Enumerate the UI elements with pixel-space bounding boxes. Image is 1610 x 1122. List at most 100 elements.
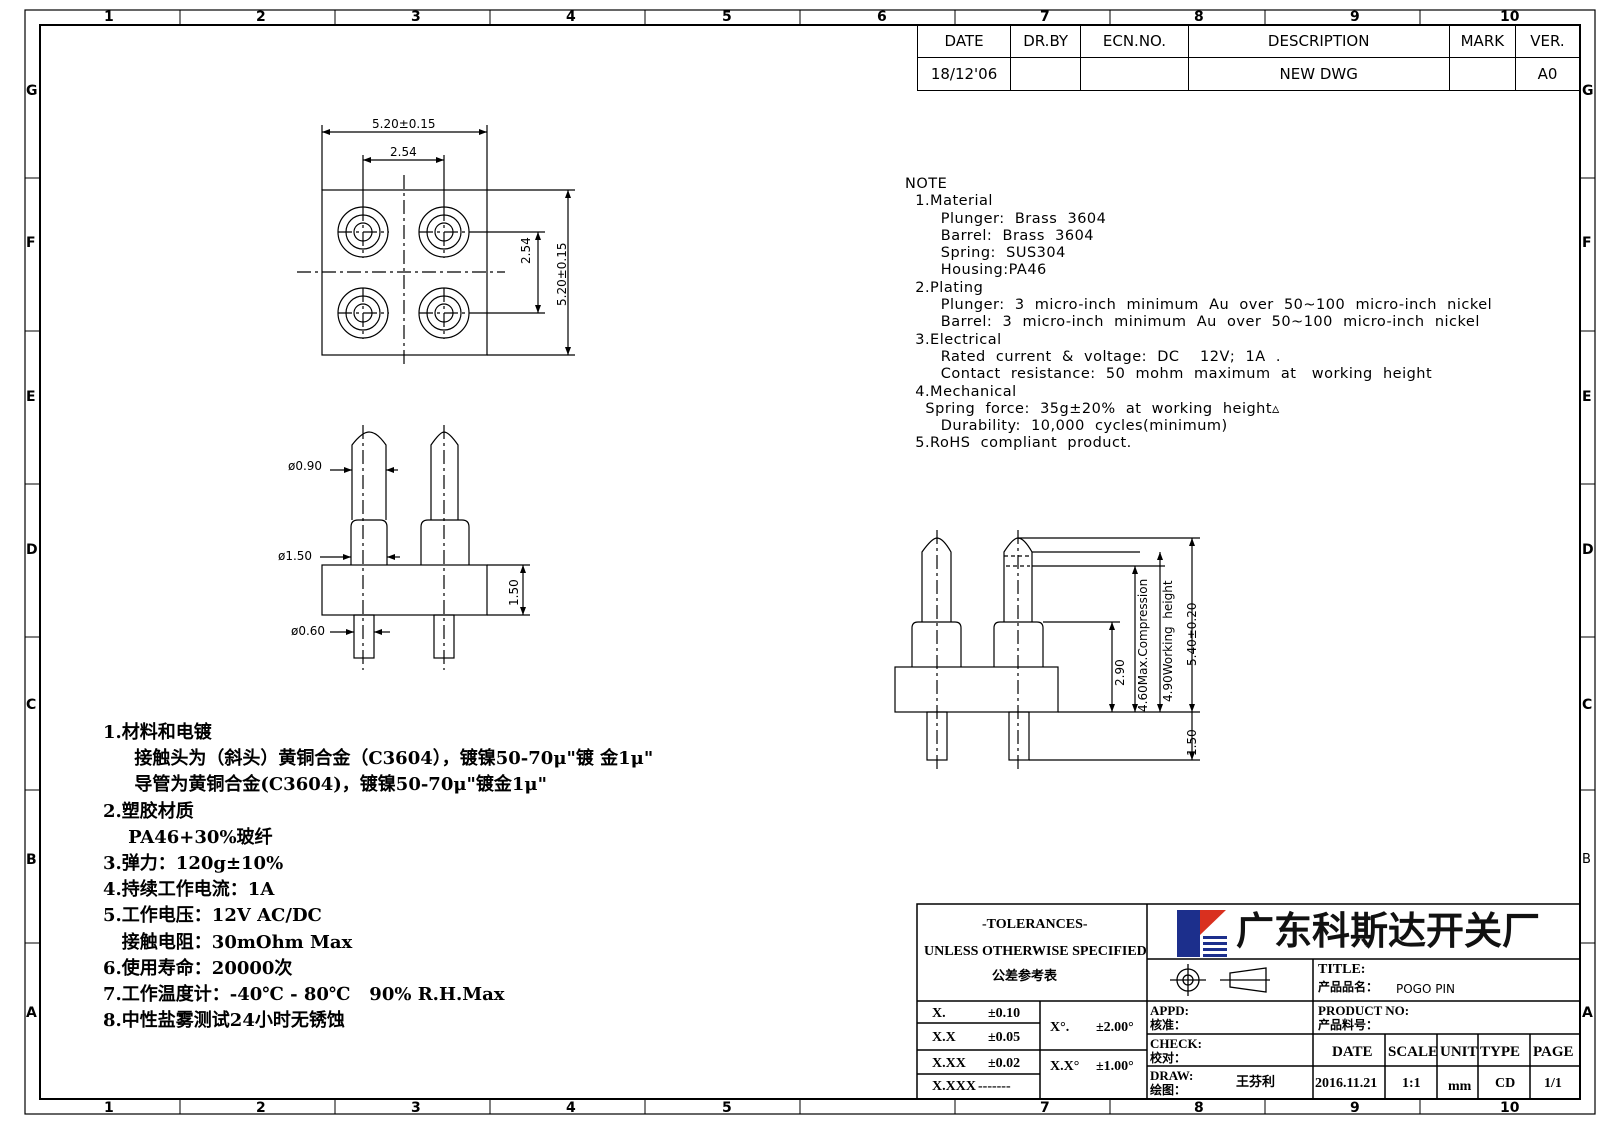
- dim-top-pitch: 2.54: [390, 145, 417, 159]
- col-number: 8: [1194, 9, 1204, 25]
- cn-note-line: 8.中性盐雾测试24小时无锈蚀: [103, 1010, 345, 1032]
- note-line: Barrel: Brass 3604: [905, 227, 1095, 244]
- tol-key: X.XX: [932, 1056, 966, 1071]
- col-number: 3: [411, 1100, 421, 1116]
- note-line: Housing:PA46: [905, 262, 1047, 279]
- col-number: 5: [722, 1100, 732, 1116]
- product-no-cn: 产品料号：: [1318, 1018, 1379, 1032]
- col-number: 4: [566, 1100, 576, 1116]
- rev-ecn: [1080, 57, 1189, 91]
- note-line: Rated current & voltage: DC 12V; 1A .: [905, 348, 1281, 365]
- working-height-view: [894, 530, 1200, 772]
- appd-cn: 核准：: [1150, 1018, 1187, 1032]
- rev-header-mark: MARK: [1448, 24, 1516, 58]
- row-letter: D: [1582, 542, 1594, 558]
- col-number: 3: [411, 9, 421, 25]
- dim-total-height: 5.40±0.20: [1185, 602, 1199, 667]
- row-letter: B: [1582, 852, 1591, 867]
- note-line: 2.Plating: [905, 279, 984, 296]
- col-number: 2: [256, 1100, 266, 1116]
- dim-top-width: 5.20±0.15: [372, 117, 436, 131]
- dim-top-height: 5.20±0.15: [555, 242, 569, 307]
- check-cn: 校对：: [1150, 1051, 1187, 1065]
- cn-note-line: 接触电阻：30mOhm Max: [103, 931, 353, 953]
- row-letter: C: [1582, 697, 1593, 713]
- company-logo-icon: [1177, 910, 1227, 957]
- side-view: [320, 425, 530, 670]
- col-number: 5: [722, 9, 732, 25]
- note-line: Durability: 10,000 cycles(minimum): [905, 418, 1228, 435]
- row-letter: G: [26, 83, 38, 99]
- tol-key: X.XXX: [932, 1079, 976, 1094]
- cn-note-line: 3.弹力：120g±10%: [103, 853, 284, 875]
- tol-key: X.X: [932, 1030, 956, 1045]
- notes-english: NOTE 1.Material Plunger: Brass 3604 Barr…: [905, 176, 1492, 453]
- info-date: 2016.11.21: [1315, 1076, 1378, 1091]
- check-label: CHECK:: [1150, 1036, 1202, 1051]
- row-letter: A: [1582, 1005, 1593, 1021]
- product-name-label: 产品品名：: [1318, 980, 1379, 994]
- revision-row: 18/12'06 NEW DWG A0: [916, 57, 1581, 91]
- company-name: 广东科斯达开关厂: [1236, 909, 1541, 953]
- info-header-scale: SCALE: [1388, 1044, 1439, 1060]
- inner-frame: [39, 24, 1581, 1100]
- rev-ver: A0: [1514, 57, 1581, 91]
- tol-value: ±0.02: [988, 1056, 1021, 1071]
- dim-top-pitch-vertical: 2.54: [519, 237, 533, 264]
- outer-frame: [24, 9, 1596, 1115]
- product-name: POGO PIN: [1396, 982, 1455, 996]
- info-type: CD: [1495, 1076, 1516, 1091]
- cn-note-line: 7.工作温度计：-40℃ - 80℃ 90% R.H.Max: [103, 984, 505, 1006]
- rev-mark: [1448, 57, 1516, 91]
- appd-label: APPD:: [1150, 1003, 1189, 1018]
- rev-header-ecn: ECN.NO.: [1080, 24, 1189, 58]
- rev-description: NEW DWG: [1187, 57, 1450, 91]
- draw-label: DRAW:: [1150, 1068, 1194, 1083]
- angle-key: X.X°: [1050, 1059, 1080, 1074]
- angle-value: ±2.00°: [1096, 1020, 1134, 1035]
- note-line: NOTE: [905, 176, 948, 192]
- dim-working-height: 4.90Working height: [1161, 580, 1175, 702]
- title-label: TITLE:: [1318, 962, 1366, 977]
- note-line: 5.RoHS compliant product.: [905, 435, 1132, 452]
- cn-note-line: 4.持续工作电流：1A: [103, 879, 275, 901]
- note-line: Spring force: 35g±20% at working height▵: [905, 400, 1280, 417]
- dim-plunger-diameter: ø0.90: [288, 459, 323, 473]
- drawer-name: 王芬利: [1236, 1075, 1276, 1090]
- tol-key: X.: [932, 1006, 946, 1021]
- tolerances-title: -TOLERANCES-: [982, 917, 1088, 932]
- row-letter: B: [26, 852, 37, 868]
- cn-note-line: 接触头为（斜头）黄铜合金（C3604），镀镍50-70μ"镀 金1μ": [103, 748, 654, 770]
- rev-header-drby: DR.BY: [1010, 24, 1082, 58]
- col-number: 7: [1040, 1100, 1050, 1116]
- info-header-page: PAGE: [1533, 1044, 1574, 1060]
- row-letter: F: [26, 235, 36, 251]
- draw-cn: 绘图：: [1150, 1083, 1187, 1097]
- row-letter: E: [1582, 389, 1592, 405]
- angle-key: X°.: [1050, 1020, 1070, 1035]
- rev-header-date: DATE: [916, 24, 1012, 58]
- notes-chinese: 1.材料和电镀 接触头为（斜头）黄铜合金（C3604），镀镍50-70μ"镀 金…: [103, 720, 653, 1034]
- cn-note-line: 2.塑胶材质: [103, 800, 194, 822]
- col-number: 10: [1500, 9, 1520, 25]
- info-header-date: DATE: [1332, 1044, 1373, 1060]
- product-no-label: PRODUCT NO:: [1318, 1003, 1410, 1018]
- note-line: 4.Mechanical: [905, 383, 1017, 400]
- rev-header-ver: VER.: [1514, 24, 1581, 58]
- tolerances-subtitle: UNLESS OTHERWISE SPECIFIED: [924, 944, 1147, 959]
- tol-value: -------: [978, 1079, 1011, 1094]
- info-header-type: TYPE: [1480, 1044, 1521, 1060]
- rev-header-description: DESCRIPTION: [1187, 24, 1450, 58]
- row-letter: E: [26, 389, 36, 405]
- note-line: 3.Electrical: [905, 331, 1002, 348]
- row-letter: G: [1582, 83, 1594, 99]
- revision-header-row: DATE DR.BY ECN.NO. DESCRIPTION MARK VER.: [916, 24, 1581, 58]
- col-number: 8: [1194, 1100, 1204, 1116]
- info-scale: 1:1: [1402, 1076, 1421, 1091]
- revision-table: DATE DR.BY ECN.NO. DESCRIPTION MARK VER.…: [916, 24, 1581, 91]
- note-line: Plunger: Brass 3604: [905, 210, 1107, 227]
- top-view: [297, 125, 575, 368]
- rev-drby: [1010, 57, 1082, 91]
- rev-date: 18/12'06: [916, 57, 1012, 91]
